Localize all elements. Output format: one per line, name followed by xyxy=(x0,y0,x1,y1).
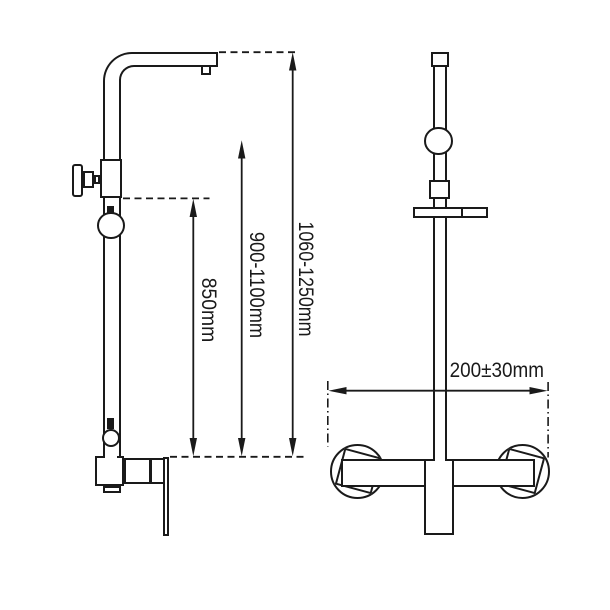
arrowhead-200-left xyxy=(328,387,347,395)
soap-dish-shelf xyxy=(412,207,488,218)
upper-slider-ball xyxy=(97,211,125,240)
valve-center-block xyxy=(423,458,454,535)
arrowhead-1060-down xyxy=(289,438,297,457)
slide-bar-left-line xyxy=(432,66,435,459)
upper-clamp-tab xyxy=(107,205,114,213)
diverter-knob-stem xyxy=(82,170,94,188)
holder-ball-front xyxy=(424,126,453,155)
lower-slider-ball xyxy=(101,428,120,447)
dim-label-200: 200±30mm xyxy=(449,359,544,382)
mixer-handle-base xyxy=(123,457,151,484)
slide-bar-right-line xyxy=(444,66,447,459)
dim-label-900-1100: 900-1100mm xyxy=(244,231,268,339)
slider-block-front xyxy=(429,180,450,199)
dim-label-850: 850mm xyxy=(197,277,220,343)
diverter-knob-neck xyxy=(94,174,100,184)
riser-pipe-inner-contour xyxy=(118,64,218,457)
arrowhead-1060-up xyxy=(289,52,297,71)
mixer-valve-body-side xyxy=(95,456,124,486)
dim-label-1060-1250: 1060-1250mm xyxy=(293,220,317,337)
mixer-handle-lever xyxy=(162,456,169,536)
arrowhead-200-right xyxy=(529,387,548,395)
pipe-mouth-patch-side xyxy=(104,456,117,459)
slide-bar-top-cap xyxy=(430,51,449,67)
diverter-knob-plate xyxy=(72,163,83,197)
arrowhead-900-down xyxy=(238,438,246,457)
arrowhead-900-up xyxy=(238,140,246,159)
soap-dish-divider xyxy=(460,209,463,216)
spout-outlet xyxy=(201,64,211,75)
lower-clamp-tab xyxy=(107,418,114,429)
shower-arm-end-cap xyxy=(215,52,218,67)
diverter-valve-body xyxy=(99,158,122,198)
valve-foot xyxy=(102,485,121,493)
riser-pipe-outer-contour xyxy=(103,52,218,457)
pipe-mouth-patch-front xyxy=(434,458,445,461)
